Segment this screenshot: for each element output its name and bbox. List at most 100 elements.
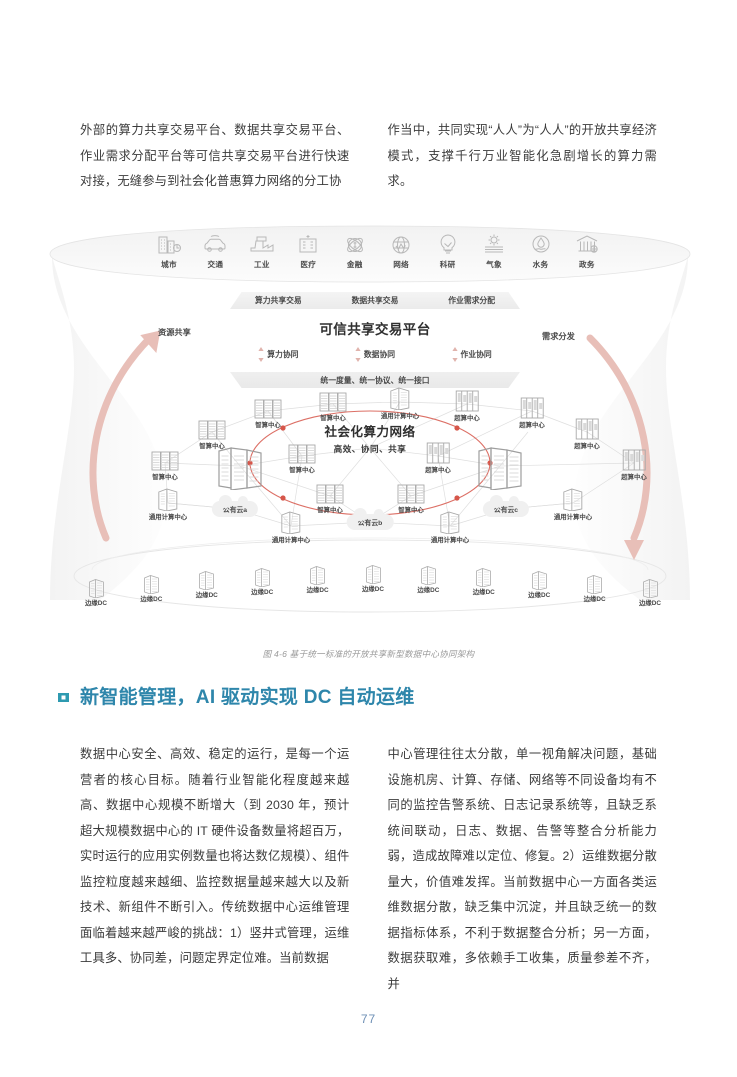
intro-right-paragraph: 作当中，共同实现“人人”为“人人”的开放共享经济模式，支撑千行万业智能化急剧增长… bbox=[387, 123, 657, 188]
compute-node[interactable]: 智算中心 bbox=[198, 414, 226, 450]
industry-item[interactable]: 金融 bbox=[334, 226, 376, 270]
collaboration-item: 作业协同 bbox=[451, 347, 492, 362]
platform-top-item: 数据共享交易 bbox=[351, 296, 399, 305]
super-rack-icon bbox=[519, 393, 545, 419]
industry-item[interactable]: 交通 bbox=[194, 226, 236, 270]
intro-left-paragraph: 外部的算力共享交易平台、数据共享交易平台、作业需求分配平台等可信共享交易平台进行… bbox=[80, 123, 350, 188]
industry-item[interactable]: 气象 bbox=[473, 226, 515, 270]
hospital-icon bbox=[287, 226, 329, 256]
industry-item[interactable]: 网络 bbox=[380, 226, 422, 270]
edge-dc-label: 边缘DC bbox=[251, 588, 274, 596]
edge-dc-node[interactable]: 边缘DC bbox=[584, 572, 606, 603]
industry-item[interactable]: 政务 bbox=[566, 226, 608, 270]
section-right-column: 中心管理往往太分散，单一视角解决问题，基础设施机房、计算、存储、网络等不同设备均… bbox=[388, 742, 658, 997]
compute-node-label: 超算中心 bbox=[454, 415, 480, 422]
compute-node-label: 通用计算中心 bbox=[271, 537, 311, 544]
edge-dc-node[interactable]: 边缘DC bbox=[307, 563, 329, 594]
compute-node[interactable]: 超算中心 bbox=[519, 393, 545, 429]
factory-icon bbox=[241, 226, 283, 256]
compute-node[interactable]: 智算中心 bbox=[319, 386, 347, 422]
industry-item[interactable]: 水务 bbox=[520, 226, 562, 270]
resource-sharing-label: 资源共享 bbox=[158, 328, 191, 337]
edge-dc-node[interactable]: 边缘DC bbox=[251, 565, 273, 596]
dc-block-icon bbox=[381, 384, 419, 410]
compute-node[interactable]: 智算中心 bbox=[316, 478, 344, 514]
edge-dc-node[interactable]: 边缘DC bbox=[85, 576, 107, 607]
platform-top-item: 算力共享交易 bbox=[254, 296, 302, 305]
compute-node-label: 通用计算中心 bbox=[148, 514, 188, 521]
compute-node-label: 智算中心 bbox=[255, 422, 281, 429]
section-right-paragraph: 中心管理往往太分散，单一视角解决问题，基础设施机房、计算、存储、网络等不同设备均… bbox=[387, 747, 657, 991]
industry-item[interactable]: 医疗 bbox=[287, 226, 329, 270]
collaboration-label: 算力协同 bbox=[267, 350, 299, 359]
industry-label: 政务 bbox=[579, 260, 595, 269]
edge-dc-label: 边缘DC bbox=[417, 586, 440, 594]
edge-dc-node[interactable]: 边缘DC bbox=[639, 576, 661, 607]
compute-node[interactable]: 超算中心 bbox=[574, 414, 600, 450]
big-dc-icon bbox=[477, 442, 523, 490]
intro-left-column: 外部的算力共享交易平台、数据共享交易平台、作业需求分配平台等可信共享交易平台进行… bbox=[80, 118, 350, 195]
compute-node[interactable] bbox=[217, 442, 263, 490]
compute-node-label: 超算中心 bbox=[425, 467, 451, 474]
industry-item[interactable]: 科研 bbox=[427, 226, 469, 270]
water-drop-icon bbox=[520, 226, 562, 256]
industry-item[interactable]: 工业 bbox=[241, 226, 283, 270]
compute-node[interactable]: 通用计算中心 bbox=[554, 485, 592, 521]
square-bullet-icon bbox=[58, 691, 71, 704]
compute-node[interactable]: 智算中心 bbox=[288, 438, 316, 474]
weather-icon bbox=[473, 226, 515, 256]
edge-dc-icon bbox=[140, 572, 162, 594]
industry-label: 城市 bbox=[161, 260, 177, 269]
edge-dc-icon bbox=[196, 568, 218, 590]
compute-node[interactable]: 超算中心 bbox=[425, 438, 451, 474]
edge-dc-node[interactable]: 边缘DC bbox=[362, 562, 384, 593]
compute-node[interactable]: 通用计算中心 bbox=[381, 384, 419, 420]
compute-node[interactable]: 通用计算中心 bbox=[272, 508, 310, 544]
public-cloud-node[interactable]: 公有云c bbox=[482, 495, 530, 517]
edge-dc-node[interactable]: 边缘DC bbox=[473, 565, 495, 596]
intro-text-columns: 外部的算力共享交易平台、数据共享交易平台、作业需求分配平台等可信共享交易平台进行… bbox=[80, 118, 657, 195]
compute-node[interactable]: 智算中心 bbox=[254, 393, 282, 429]
edge-dc-label: 边缘DC bbox=[583, 595, 606, 603]
compute-node[interactable]: 超算中心 bbox=[454, 386, 480, 422]
compute-node-label: 智算中心 bbox=[289, 467, 315, 474]
dc-block-icon bbox=[272, 508, 310, 534]
section-heading: 新智能管理，AI 驱动实现 DC 自动运维 bbox=[80, 687, 415, 708]
compute-node[interactable]: 智算中心 bbox=[397, 478, 425, 514]
rack-icon bbox=[319, 386, 347, 412]
platform-title: 可信共享交易平台 bbox=[319, 322, 431, 337]
industry-item[interactable]: 城市 bbox=[148, 226, 190, 270]
industry-label: 水务 bbox=[532, 260, 549, 269]
industry-label: 气象 bbox=[486, 260, 502, 269]
edge-dc-node[interactable]: 边缘DC bbox=[417, 563, 439, 594]
compute-node-label: 超算中心 bbox=[574, 443, 600, 450]
compute-node[interactable] bbox=[477, 442, 523, 490]
edge-dc-label: 边缘DC bbox=[140, 595, 163, 603]
compute-node[interactable]: 通用计算中心 bbox=[149, 485, 187, 521]
compute-node[interactable]: 智算中心 bbox=[151, 445, 179, 481]
dc-block-icon bbox=[554, 485, 592, 511]
edge-dc-label: 边缘DC bbox=[472, 588, 495, 596]
core-network-title: 社会化算力网络 bbox=[324, 425, 416, 439]
public-cloud-node[interactable]: 公有云b bbox=[346, 508, 394, 530]
compute-node[interactable]: 超算中心 bbox=[621, 445, 647, 481]
rack-icon bbox=[316, 478, 344, 504]
compute-node-label: 超算中心 bbox=[621, 474, 647, 481]
compute-node-layer: 智算中心智算中心通用计算中心超算中心超算中心智算中心超算中心智算中心超算中心智算… bbox=[40, 208, 700, 648]
edge-dc-icon bbox=[417, 563, 439, 585]
compute-node[interactable]: 通用计算中心 bbox=[431, 508, 469, 544]
platform-top-bar: 算力共享交易 数据共享交易 作业需求分配 bbox=[230, 292, 520, 309]
city-icon bbox=[148, 226, 190, 256]
compute-node-label: 智算中心 bbox=[398, 507, 424, 514]
up-down-arrow-icon bbox=[355, 347, 361, 362]
edge-dc-icon bbox=[307, 563, 329, 585]
section-left-paragraph: 数据中心安全、高效、稳定的运行，是每一个运营者的核心目标。随着行业智能化程度越来… bbox=[80, 747, 350, 965]
compute-node-label: 通用计算中心 bbox=[553, 514, 593, 521]
edge-dc-node[interactable]: 边缘DC bbox=[528, 568, 550, 599]
edge-dc-node[interactable]: 边缘DC bbox=[140, 572, 162, 603]
compute-node-label: 智算中心 bbox=[320, 415, 346, 422]
collaboration-item: 算力协同 bbox=[258, 347, 298, 362]
public-cloud-node[interactable]: 公有云a bbox=[211, 495, 259, 517]
edge-dc-node[interactable]: 边缘DC bbox=[196, 568, 218, 599]
